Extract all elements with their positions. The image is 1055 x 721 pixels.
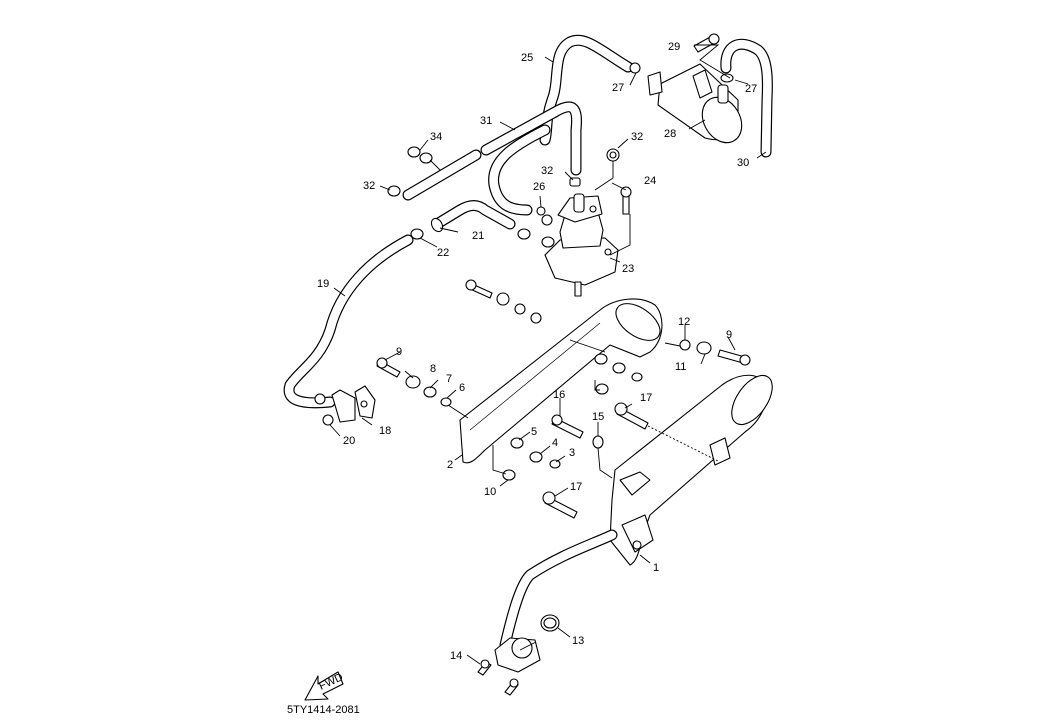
callout-24: 24 [644,175,656,187]
hose-31 [480,101,582,216]
clamp-near-valve [517,228,531,240]
callout-3: 3 [569,447,575,459]
callout-2: 2 [447,459,453,471]
dampers [502,353,643,481]
callout-21: 21 [472,230,484,242]
callout-32-left: 32 [363,180,375,192]
bolt-17-lower [542,491,578,519]
callout-16: 16 [553,389,565,401]
callout-22: 22 [437,247,449,259]
callout-27-left: 27 [612,82,624,94]
callout-9-left: 9 [396,346,402,358]
fwd-arrow-icon: FWD [304,671,345,701]
clamp-32-right [606,148,620,162]
exhaust-pipe [494,529,618,673]
callout-5: 5 [531,426,537,438]
drawing-code: 5TY1414-2081 [287,704,360,716]
callout-26: 26 [533,181,545,193]
callout-9-right: 9 [726,329,732,341]
hose-30 [720,38,773,158]
clip-26 [536,206,546,216]
callout-6: 6 [459,382,465,394]
callout-10: 10 [484,486,496,498]
callout-12: 12 [678,316,690,328]
bolt-24 [620,186,632,215]
callout-13: 13 [572,635,584,647]
callout-17-lower: 17 [570,481,582,493]
clamp-32-left [387,185,401,197]
nuts-20 [314,393,334,426]
callout-31: 31 [480,115,492,127]
studs-14 [477,659,519,696]
air-valve-23 [541,193,619,297]
callout-32-right: 32 [631,131,643,143]
washer-8 [405,375,421,389]
washer-6 [440,397,452,407]
callout-18: 18 [379,425,391,437]
clamp-34 [407,146,433,164]
washer-15 [592,435,604,449]
callout-17-upper: 17 [640,392,652,404]
gasket-13 [540,614,560,632]
callout-7: 7 [446,373,452,385]
muffler-1 [609,374,773,566]
callout-19: 19 [317,278,329,290]
callout-29: 29 [668,41,680,53]
flange-pipe [331,389,356,423]
pipe-19 [283,234,414,409]
clip-27-right [720,73,734,83]
callout-labels: 1 2 3 4 5 6 7 8 9 9 10 11 12 13 14 15 16… [317,41,757,662]
bolt-top-row [465,279,542,324]
callout-20: 20 [343,435,355,447]
callout-23: 23 [622,263,634,275]
clamp-32-center [569,177,581,187]
bolt-17-upper [614,402,649,430]
callout-25: 25 [521,52,533,64]
bolt-29 [693,33,720,53]
pipe-31-section [402,149,482,201]
callout-8: 8 [430,363,436,375]
callout-11: 11 [675,361,686,373]
clamp-22 [410,228,424,240]
callout-4: 4 [552,437,558,449]
canister-28 [647,63,743,144]
gasket-18 [354,385,376,419]
callout-32-center: 32 [541,165,553,177]
bolt-9-left [376,357,401,378]
callout-27-right: 27 [745,83,757,95]
callout-28: 28 [664,128,676,140]
clip-27-left [629,62,641,74]
callout-1: 1 [653,562,659,574]
leader-lines [329,44,767,665]
bolt-16 [551,414,584,439]
callout-15: 15 [592,411,604,423]
callout-30: 30 [737,157,749,169]
heat-guard-2 [459,298,663,464]
collar-7 [423,386,437,398]
hose-21 [430,200,516,233]
callout-14: 14 [450,650,462,662]
right-hardware [679,339,751,366]
callout-34: 34 [430,131,442,143]
